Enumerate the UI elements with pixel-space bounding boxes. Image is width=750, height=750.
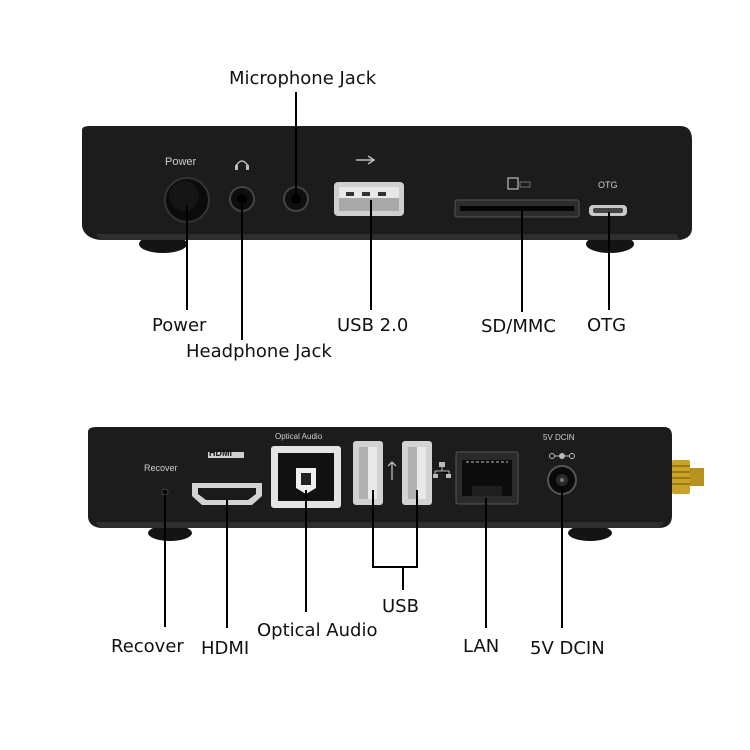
leader-line-recover xyxy=(164,495,166,627)
label-recover: Recover xyxy=(111,636,184,657)
label-headphone-jack: Headphone Jack xyxy=(186,341,332,362)
leader-line-power xyxy=(186,205,188,310)
leader-line-usb-right xyxy=(416,490,418,568)
label-optical-audio: Optical Audio xyxy=(257,620,378,641)
leader-line-usb-left xyxy=(372,490,374,568)
leader-line-otg xyxy=(608,212,610,310)
label-lan: LAN xyxy=(463,636,500,657)
leader-line-lan xyxy=(485,498,487,628)
label-hdmi: HDMI xyxy=(201,638,250,659)
top-device-illustration xyxy=(0,0,750,270)
label-usb: USB xyxy=(382,596,419,617)
label-usb-2-0: USB 2.0 xyxy=(337,315,409,336)
leader-line-hdmi xyxy=(226,500,228,628)
bottom-device-illustration xyxy=(0,420,750,560)
leader-line-dcin xyxy=(561,486,563,628)
label-otg: OTG xyxy=(587,315,627,336)
printed-recover-label: Recover xyxy=(144,463,178,473)
leader-line-sdmmc xyxy=(521,209,523,312)
label-microphone-jack: Microphone Jack xyxy=(229,68,377,89)
printed-power-label: Power xyxy=(165,156,197,168)
leader-line-headphone xyxy=(241,205,243,340)
leader-line-optical xyxy=(305,490,307,612)
printed-5v-dcin-label: 5V DCIN xyxy=(543,433,575,442)
leader-line-microphone xyxy=(295,92,297,200)
label-power: Power xyxy=(152,315,207,336)
printed-optical-audio-label: Optical Audio xyxy=(275,432,323,441)
leader-line-usb2 xyxy=(370,200,372,310)
printed-hdmi-label: HDMI xyxy=(209,448,232,458)
label-sd-mmc: SD/MMC xyxy=(481,316,556,337)
leader-line-usb-stem xyxy=(402,566,404,590)
printed-otg-label: OTG xyxy=(598,180,618,190)
label-5v-dcin: 5V DCIN xyxy=(530,638,605,659)
leader-line-usb-bridge xyxy=(372,566,418,568)
